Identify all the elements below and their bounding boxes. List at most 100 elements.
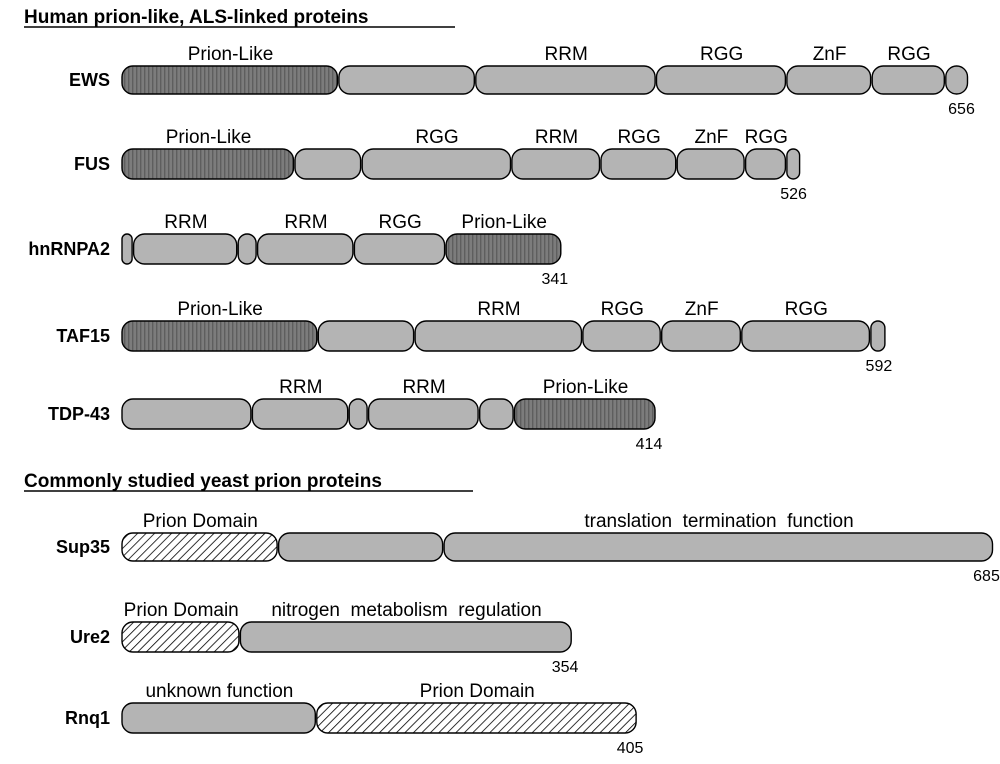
domain-prion-domain-rnq1-1 [316,702,637,734]
domain-rrm-hnrnpa2-1 [132,233,238,265]
domain-label-rgg-ews-5: RGG [887,44,930,65]
section-title-yeast: Commonly studied yeast prion proteins [24,471,382,492]
section-human: Human prion-like, ALS-linked proteins [24,7,455,28]
domain-label-rgg-hnrnpa2-4: RGG [379,212,422,233]
domain-label-rgg-fus-4: RGG [617,127,660,148]
domain-rrm-tdp-43-3 [367,398,479,430]
protein-row-ure2: Ure2 Prion Domain nitrogen metabolism regu… [70,600,579,676]
domain-rrm-taf15-2 [414,320,583,352]
domain-prion-like-ews-0 [121,65,339,95]
protein-length-fus: 526 [780,186,807,203]
domain-label-rrm-taf15-2: RRM [477,299,520,320]
domain-linker-hnrnpa2-2 [237,233,257,265]
domain-label-prion-like-hnrnpa2-5: Prion-Like [461,212,547,233]
domain-rgg-fus-6 [744,148,787,180]
section-yeast: Commonly studied yeast prion proteins [24,471,473,492]
domain-label-rrm-fus-3: RRM [535,127,578,148]
domain-prion-domain-ure2-0 [121,621,240,653]
protein-name-rnq1: Rnq1 [65,708,110,728]
protein-length-hnrnpa2: 341 [541,271,568,288]
domain-znf-fus-5 [676,148,745,180]
protein-name-taf15: TAF15 [56,326,110,346]
domain-prion-like-hnrnpa2-5 [445,233,562,265]
section-title-human: Human prion-like, ALS-linked proteins [24,7,369,28]
domain-prion-like-fus-0 [121,148,295,180]
domain-rgg-taf15-3 [582,320,661,352]
domain-label-rgg-fus-6: RGG [745,127,788,148]
domain-label-rgg-fus-2: RGG [415,127,458,148]
protein-row-hnrnpa2: hnRNPA2 RRM RRM RGG Prion-Like 341 [28,212,568,288]
protein-name-sup35: Sup35 [56,537,110,557]
protein-length-ure2: 354 [552,659,579,676]
domain-label-unknown-function-rnq1-0: unknown function [145,681,293,702]
domain-unknown-function-rnq1-0 [121,702,317,734]
domain-linker-tdp-43-0 [121,398,252,430]
protein-row-sup35: Sup35 Prion Domain translation termination… [56,511,1000,585]
domain-label-prion-domain-rnq1-1: Prion Domain [420,681,535,702]
protein-name-ews: EWS [69,70,110,90]
domain-linker-fus-1 [294,148,362,180]
domain-label-rrm-tdp-43-1: RRM [279,377,322,398]
protein-length-ews: 656 [948,101,975,118]
domain-rrm-tdp-43-1 [251,398,349,430]
protein-row-ews: EWS Prion-Like RRM RGG ZnF RGG 656 [69,44,975,118]
domain-label-znf-taf15-4: ZnF [685,299,719,320]
domain-label-prion-domain-ure2-0: Prion Domain [124,600,239,621]
domain-linker-tdp-43-4 [479,398,514,430]
domain-znf-taf15-4 [661,320,742,352]
domain-label-rgg-taf15-5: RGG [785,299,828,320]
domain-rrm-hnrnpa2-3 [256,233,354,265]
protein-name-fus: FUS [74,154,110,174]
protein-length-tdp-43: 414 [636,436,663,453]
domain-znf-ews-4 [786,65,872,95]
protein-length-rnq1: 405 [617,740,644,757]
protein-row-taf15: TAF15 Prion-Like RRM RGG ZnF RGG 592 [56,299,892,375]
domain-label-prion-like-taf15-0: Prion-Like [177,299,263,320]
domain-rgg-fus-4 [600,148,677,180]
domain-label-rrm-hnrnpa2-3: RRM [284,212,327,233]
protein-row-tdp-43: TDP-43 RRM RRM Prion-Like 414 [48,377,662,453]
domain-linker-hnrnpa2-0 [121,233,133,265]
domain-label-rgg-ews-3: RGG [700,44,743,65]
domain-label-rrm-hnrnpa2-1: RRM [164,212,207,233]
domain-rrm-ews-2 [475,65,656,95]
domain-rgg-ews-5 [871,65,946,95]
domain-linker-sup35-1 [277,532,444,562]
domain-linker-fus-7 [786,148,801,180]
domain-label-prion-like-tdp-43-5: Prion-Like [543,377,629,398]
domain-linker-ews-1 [338,65,475,95]
domain-prion-domain-sup35-0 [121,532,278,562]
domain-rgg-ews-3 [655,65,787,95]
protein-length-taf15: 592 [866,358,893,375]
domain-label-prion-like-ews-0: Prion-Like [188,44,274,65]
protein-length-sup35: 685 [973,568,1000,585]
domain-rgg-taf15-5 [741,320,871,352]
domain-linker-taf15-6 [870,320,886,352]
domain-rgg-hnrnpa2-4 [353,233,446,265]
domain-label-znf-fus-5: ZnF [695,127,729,148]
domain-label-translation-termination-function-sup35-2: translation termination function [584,511,853,532]
domain-label-znf-ews-4: ZnF [813,44,847,65]
domain-prion-like-tdp-43-5 [513,398,656,430]
domain-label-nitrogen-metabolism-regulation-ure2-1: nitrogen metabolism regulation [271,600,541,621]
protein-row-rnq1: Rnq1 unknown function Prion Domain 405 [65,681,644,757]
protein-name-hnrnpa2: hnRNPA2 [28,239,110,259]
protein-row-fus: FUS Prion-Like RGG RRM RGG ZnF RGG 526 [74,127,807,203]
domain-translation-termination-function-sup35-2 [443,532,994,562]
domain-linker-ews-6 [945,65,969,95]
domain-label-rrm-ews-2: RRM [545,44,588,65]
domain-rgg-fus-2 [361,148,512,180]
domain-linker-tdp-43-2 [348,398,368,430]
domain-nitrogen-metabolism-regulation-ure2-1 [239,621,572,653]
domain-label-rgg-taf15-3: RGG [601,299,644,320]
domain-rrm-fus-3 [511,148,601,180]
domain-linker-taf15-1 [317,320,415,352]
domain-label-prion-domain-sup35-0: Prion Domain [143,511,258,532]
protein-name-ure2: Ure2 [70,627,110,647]
domain-label-rrm-tdp-43-3: RRM [402,377,445,398]
domain-prion-like-taf15-0 [121,320,318,352]
domain-label-prion-like-fus-0: Prion-Like [166,127,252,148]
protein-name-tdp-43: TDP-43 [48,404,110,424]
